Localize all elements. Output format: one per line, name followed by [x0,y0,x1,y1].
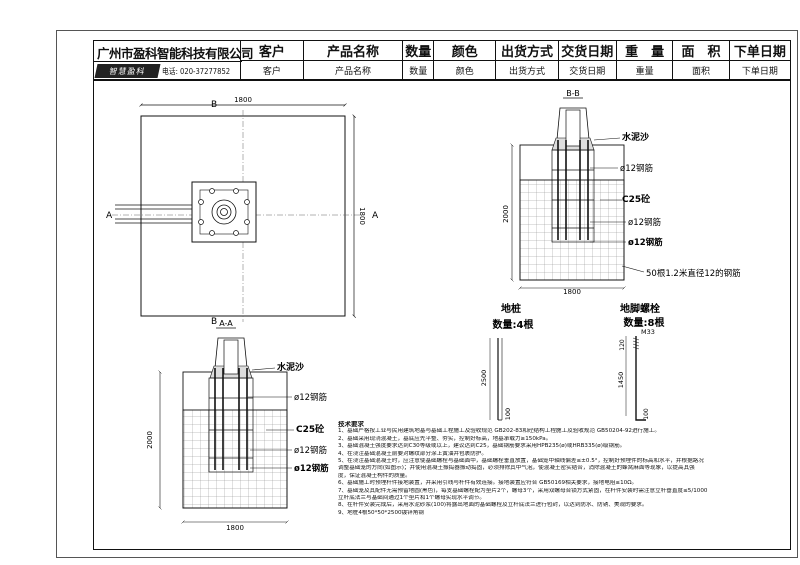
bb-rebar-mesh [519,179,625,281]
anchor-dim-short: 100 [643,408,650,420]
col-value: 数量 [403,60,434,79]
col-head: 客户 [258,45,285,61]
note-line: 度，保证混凝土构件的质量。 [338,472,411,479]
col-head: 数量 [405,45,432,61]
col-value: 重量 [616,60,673,79]
note-line: 4、在浇注基础混凝土前要对螺纹部分涂上黄油并包裹防护。 [338,450,487,457]
anchor-qty: 数量:8根 [624,316,665,329]
col-head: 重 量 [625,45,665,61]
aa-label-cement-sand: 水泥沙 [277,361,304,373]
note-line: 5、在浇注基础混凝土时，应注意使基础螺栓与基础面中，基础螺栓垂直放置，基础笼中轴… [338,458,704,465]
pile-detail: 地桩 数量:4根 2500 100 [480,302,534,421]
drawing-frame [93,80,791,550]
col-value: 面积 [673,60,729,79]
pile-qty: 数量:4根 [493,318,534,331]
aa-label-rebar-1: ø12钢筋 [294,392,327,403]
plan-section-b-bottom: B [211,317,217,327]
technical-notes: 技术要求 1、基础严格按工业与民用建筑地基与基础工程施工及验收规范 GB202-… [338,421,788,517]
col-value: 产品名称 [303,60,403,79]
col-head: 下单日期 [733,45,786,61]
plan-section-b-top: B [211,100,217,110]
col-head: 交货日期 [561,45,614,61]
aa-height-dim: 2000 [146,431,154,449]
section-aa: A-A 水泥沙 ø12钢筋 C25砼 [146,319,329,532]
title-block: 广州市盈科智能科技有限公司 智慧盈科 电话: 020-37277852 客户 客… [93,40,791,80]
note-line: 3、基础混凝土强度要求达到C30等级或以上，建议达到C25，基础钢筋要求采用HP… [338,443,626,450]
note-line: 9、地桩4根50*50*2500镀锌角钢 [338,509,424,516]
col-value: 客户 [241,60,303,79]
anchor-bolt-detail: 地脚螺栓 数量:8根 M33 120 1450 100 [617,302,665,421]
note-line: 6、基础施工时预埋杆件接地装置，并采用引线与杆件有效连接。接地装置应符合 GB5… [338,480,638,487]
aa-label-rebar-2: ø12钢筋 [294,445,327,456]
bb-label-rebar-2: ø12钢筋 [628,217,661,228]
plan-section-a-right: A [372,211,379,221]
col-shipping: 出货方式 出货方式 [496,41,559,79]
col-product-name: 产品名称 产品名称 [303,41,404,79]
col-value: 下单日期 [729,60,790,79]
company-name: 广州市盈科智能科技有限公司 [97,46,254,61]
note-line: 2、基础采用现浇混凝土，基底应先平整、夯实，控制好标高，地基承载力≥150kPa… [338,435,552,442]
col-value: 颜色 [434,60,496,79]
note-line: 1、基础严格按工业与民用建筑地基与基础工程施工及验收规范 GB202-83和砼结… [338,428,660,435]
bb-label-mesh-note: 50根1.2米直径12的钢筋 [646,268,741,279]
bb-width-dim: 1800 [563,288,581,296]
aa-label-concrete: C25砼 [296,423,325,435]
col-area: 面 积 面积 [673,41,730,79]
section-aa-title: A-A [219,319,233,328]
aa-rebar-mesh [182,409,288,509]
plan-right-dim: 1800 [358,207,366,225]
section-bb: B-B 水泥沙 [502,89,741,296]
note-line: 8、在杆件安装完成后，采用水泥砂浆(100)将露出地面的基础螺栓及立杆底法兰进行… [338,502,648,509]
col-delivery-date: 交货日期 交货日期 [558,41,617,79]
col-value: 出货方式 [496,60,558,79]
anchor-thread: M33 [641,328,655,336]
col-customer: 客户 客户 [241,41,304,79]
bb-label-cement-sand: 水泥沙 [622,131,649,143]
col-quantity: 数量 数量 [403,41,435,79]
bb-label-rebar-1: ø12钢筋 [620,163,653,174]
pile-title: 地桩 [501,302,521,315]
bb-label-rebar-3: ø12钢筋 [628,237,663,248]
col-order-date: 下单日期 下单日期 [729,41,790,79]
col-head: 出货方式 [500,45,553,61]
bb-label-concrete: C25砼 [622,193,651,205]
plan-view: 1800 B B 1800 A A [106,96,379,327]
company-contact-row: 智慧盈科 电话: 020-37277852 [94,61,242,80]
col-head: 面 积 [681,45,721,61]
aa-width-dim: 1800 [226,524,244,532]
col-head: 产品名称 [326,45,379,61]
note-line: 立杆底法兰与基础间通过1个垫片和1个螺母实现水平调节。 [338,495,485,502]
col-head: 颜色 [451,45,478,61]
anchor-title: 地脚螺栓 [620,302,660,315]
anchor-dim-top: 120 [619,339,626,351]
company-cell: 广州市盈科智能科技有限公司 智慧盈科 电话: 020-37277852 [94,41,254,80]
note-line: 调整基础笼的方向(如图示)；并使用混凝土振捣器振动捣固，必须排除其中气泡，使混凝… [338,465,695,472]
anchor-dim-long: 1450 [617,372,625,389]
aa-label-rebar-3: ø12钢筋 [294,463,329,474]
bb-height-dim: 2000 [502,205,510,223]
pile-dim-long: 2500 [480,370,488,387]
plan-top-dim: 1800 [234,96,252,104]
company-phone: 电话: 020-37277852 [161,66,230,76]
notes-title: 技术要求 [338,421,364,428]
plan-section-a-left: A [106,211,113,221]
col-color: 颜色 颜色 [434,41,497,79]
note-line: 7、基础笼及其配件无需预留地圆(黑色)，每支基础螺栓配为垫片2个，螺母3个，采用… [338,487,708,494]
base-plate [191,181,257,243]
section-bb-title: B-B [566,89,580,98]
col-value: 交货日期 [558,60,616,79]
outer-border [56,30,798,558]
pile-dim-short: 100 [504,408,512,420]
col-weight: 重 量 重量 [616,41,674,79]
